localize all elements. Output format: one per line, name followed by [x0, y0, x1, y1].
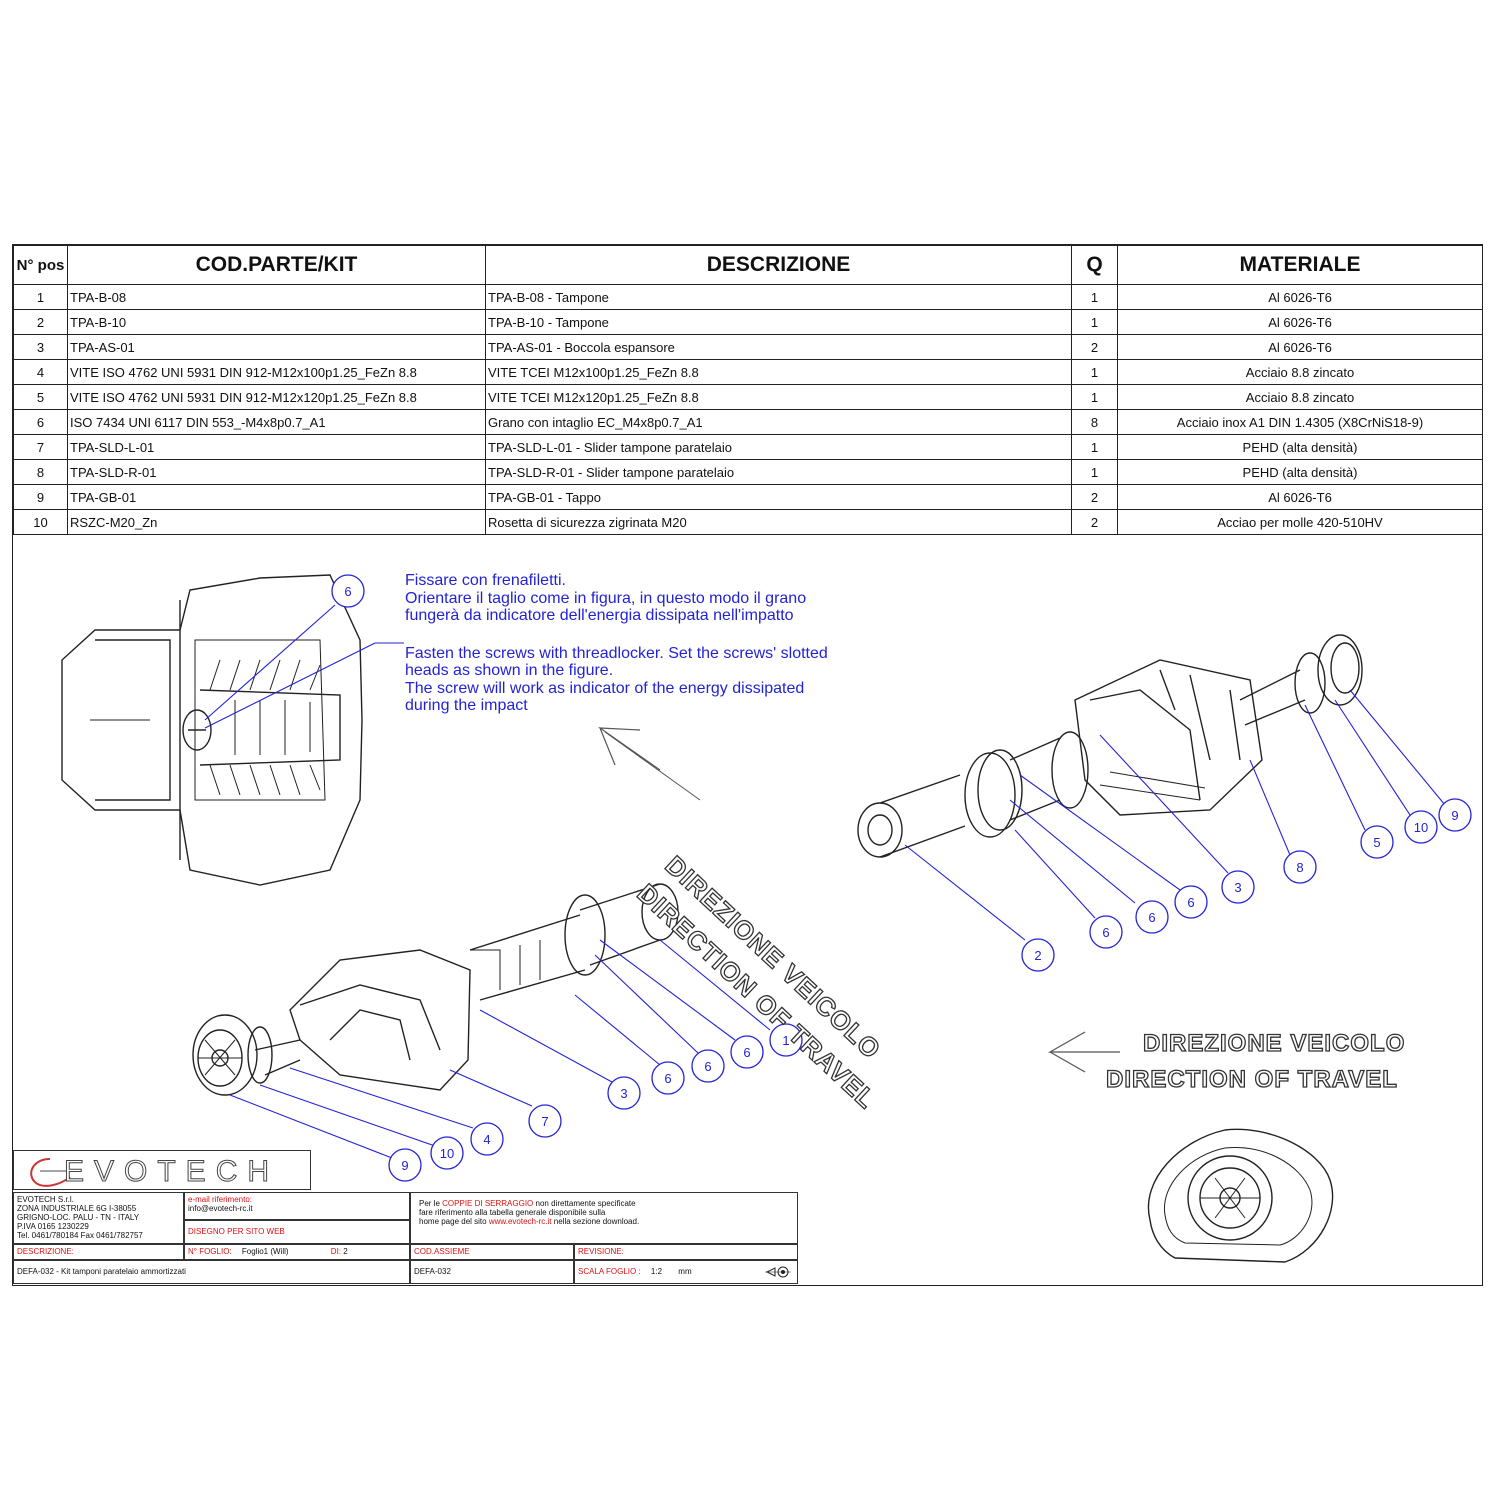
row-description: VITE TCEI M12x100p1.25_FeZn 8.8 — [485, 359, 1072, 385]
note-it-3: fungerà da indicatore dell'energia dissi… — [405, 607, 794, 624]
email-value: info@evotech-rc.it — [188, 1204, 253, 1213]
detail-view — [61, 574, 363, 886]
row-description: TPA-B-08 - Tampone — [485, 284, 1072, 310]
left-assembly — [192, 883, 679, 1096]
row-pos: 5 — [13, 384, 68, 410]
direction-horizontal-en: DIRECTION OF TRAVEL — [1105, 1065, 1398, 1093]
note-en-2: heads as shown in the figure. — [405, 662, 614, 679]
sheet-label: N° FOGLIO: — [188, 1247, 232, 1256]
company-line-3: GRIGNO-LOC. PALU - TN - ITALY — [17, 1213, 140, 1222]
row-pos: 10 — [13, 509, 68, 535]
direction-horizontal-it: DIREZIONE VEICOLO — [1142, 1029, 1406, 1057]
row-material: Acciao per molle 420-510HV — [1117, 509, 1483, 535]
torque-link[interactable]: www.evotech-rc.it — [488, 1217, 552, 1226]
torque-note: Per le COPPIE DI SERRAGGIO non direttame… — [410, 1192, 798, 1244]
note-it-2: Orientare il taglio come in figura, in q… — [405, 590, 807, 607]
row-code: VITE ISO 4762 UNI 5931 DIN 912-M12x100p1… — [67, 359, 486, 385]
company-line-4: P.IVA 0165 1230229 — [17, 1222, 89, 1231]
note-en-3: The screw will work as indicator of the … — [405, 680, 805, 697]
row-quantity: 1 — [1071, 434, 1118, 460]
unit-value: mm — [678, 1267, 692, 1276]
drawing-sheet: N° pos COD.PARTE/KIT DESCRIZIONE Q MATER… — [12, 244, 1483, 1286]
note-it-1: Fissare con frenafiletti. — [405, 572, 566, 589]
row-code: TPA-AS-01 — [67, 334, 486, 360]
note-en-4: during the impact — [405, 697, 528, 714]
description-label: DESCRIZIONE: — [13, 1244, 184, 1260]
row-quantity: 1 — [1071, 459, 1118, 485]
row-material: Al 6026-T6 — [1117, 309, 1483, 335]
row-pos: 4 — [13, 359, 68, 385]
row-code: TPA-GB-01 — [67, 484, 486, 510]
title-block: EVOTECH EVOTECH S.r.l. ZONA INDUSTRIALE … — [13, 1150, 798, 1284]
row-material: PEHD (alta densità) — [1117, 434, 1483, 460]
projection-symbol-icon — [765, 1266, 791, 1278]
row-code: TPA-SLD-L-01 — [67, 434, 486, 460]
torque-text-1a: Per le — [419, 1199, 440, 1208]
logo-text: EVOTECH — [63, 1155, 280, 1189]
logo-swoosh-icon — [30, 1158, 76, 1187]
note-en-1: Fasten the screws with threadlocker. Set… — [405, 645, 828, 662]
torque-text-2: fare riferimento alla tabella generale d… — [419, 1208, 606, 1217]
drawing-for-cell: DISEGNO PER SITO WEB — [184, 1220, 410, 1244]
row-description: Grano con intaglio EC_M4x8p0.7_A1 — [485, 409, 1072, 435]
row-code: RSZC-M20_Zn — [67, 509, 486, 535]
torque-text-3a: home page del sito — [419, 1217, 487, 1226]
email-cell: e-mail riferimento: info@evotech-rc.it — [184, 1192, 410, 1220]
row-code: ISO 7434 UNI 6117 DIN 553_-M4x8p0.7_A1 — [67, 409, 486, 435]
row-quantity: 2 — [1071, 509, 1118, 535]
assembly-value: DEFA-032 — [410, 1260, 574, 1284]
company-line-2: ZONA INDUSTRIALE 6G I-38055 — [17, 1204, 137, 1213]
row-description: VITE TCEI M12x120p1.25_FeZn 8.8 — [485, 384, 1072, 410]
row-quantity: 1 — [1071, 284, 1118, 310]
row-pos: 9 — [13, 484, 68, 510]
row-code: TPA-B-08 — [67, 284, 486, 310]
email-label: e-mail riferimento: — [188, 1195, 253, 1204]
row-quantity: 1 — [1071, 309, 1118, 335]
row-description: Rosetta di sicurezza zigrinata M20 — [485, 509, 1072, 535]
header-code: COD.PARTE/KIT — [67, 245, 486, 285]
scale-label: SCALA FOGLIO : — [578, 1267, 641, 1276]
of-value: 2 — [343, 1247, 348, 1256]
torque-text-3c: nella sezione download. — [553, 1217, 640, 1226]
company-line-1: EVOTECH S.r.l. — [17, 1195, 74, 1204]
scale-value: 1:2 — [650, 1267, 663, 1276]
evotech-logo: EVOTECH — [13, 1150, 311, 1190]
row-description: TPA-GB-01 - Tappo — [485, 484, 1072, 510]
right-assembly — [857, 634, 1363, 858]
front-view — [1147, 1128, 1334, 1263]
revision-label: REVISIONE: — [574, 1244, 798, 1260]
company-info: EVOTECH S.r.l. ZONA INDUSTRIALE 6G I-380… — [13, 1192, 184, 1244]
row-material: PEHD (alta densità) — [1117, 459, 1483, 485]
scale-cell: SCALA FOGLIO : 1:2 mm — [574, 1260, 798, 1284]
row-description: TPA-SLD-L-01 - Slider tampone paratelaio — [485, 434, 1072, 460]
sheet-value: Foglio1 (Will) — [241, 1247, 289, 1256]
company-line-5: Tel. 0461/780184 Fax 0461/782757 — [17, 1231, 143, 1240]
torque-text-1c: non direttamente specificate — [535, 1199, 636, 1208]
row-material: Acciaio 8.8 zincato — [1117, 384, 1483, 410]
parts-table: N° pos COD.PARTE/KIT DESCRIZIONE Q MATER… — [13, 245, 1483, 535]
of-label: DI: — [330, 1247, 342, 1256]
torque-text-1b: COPPIE DI SERRAGGIO — [442, 1199, 534, 1208]
description-value: DEFA-032 - Kit tamponi paratelaio ammort… — [13, 1260, 410, 1284]
sheet-cell: N° FOGLIO: Foglio1 (Will) DI: 2 — [184, 1244, 410, 1260]
row-material: Acciaio 8.8 zincato — [1117, 359, 1483, 385]
assembly-label: COD.ASSIEME — [410, 1244, 574, 1260]
row-quantity: 1 — [1071, 359, 1118, 385]
parts-table-header: N° pos COD.PARTE/KIT DESCRIZIONE Q MATER… — [13, 245, 1483, 285]
